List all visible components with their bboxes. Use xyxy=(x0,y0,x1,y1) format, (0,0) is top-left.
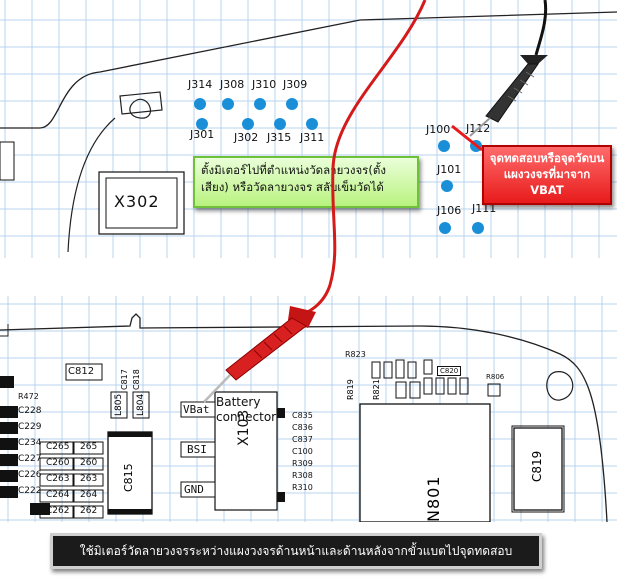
callout-pointer xyxy=(451,124,483,152)
test-point-label: J106 xyxy=(437,204,462,217)
part-r823: R823 xyxy=(345,350,366,359)
part-c260: C260 xyxy=(46,458,70,468)
small-components-cluster xyxy=(371,359,469,399)
part-c100: C100 xyxy=(292,447,313,456)
black-probe-collar xyxy=(520,55,548,64)
part-c229: C229 xyxy=(18,422,42,432)
part-r806: R806 xyxy=(486,373,505,381)
part-c837: C837 xyxy=(292,435,313,444)
part-262: 262 xyxy=(80,506,98,516)
part-c264: C264 xyxy=(46,490,70,500)
test-point-j106 xyxy=(439,222,451,234)
test-point-j315 xyxy=(274,118,286,130)
test-point-label: J301 xyxy=(190,128,215,141)
part-263: 263 xyxy=(80,474,98,484)
test-point-label: J308 xyxy=(220,78,245,91)
test-point-j111 xyxy=(472,222,484,234)
test-point-label: J111 xyxy=(472,202,497,215)
caption-bar: ใช้มิเตอร์วัดลายวงจรระหว่างแผงวงจรด้านหน… xyxy=(50,533,542,569)
part-r308: R308 xyxy=(292,471,313,480)
black-probe-body xyxy=(485,63,539,123)
test-point-label: J309 xyxy=(283,78,308,91)
part-c835: C835 xyxy=(292,411,313,420)
black-probe-lead xyxy=(534,0,548,56)
part-r309: R309 xyxy=(292,459,313,468)
bottom-board-view: Battery connector X103 VBat BSI GND C812… xyxy=(0,296,617,522)
part-c227: C227 xyxy=(18,454,42,464)
red-probe-tip xyxy=(203,374,231,403)
test-point-label: J101 xyxy=(437,163,462,176)
part-264: 264 xyxy=(80,490,98,500)
red-probe-body xyxy=(225,317,307,381)
part-c226: C226 xyxy=(18,470,42,480)
test-point-j302 xyxy=(242,118,254,130)
test-point-j309 xyxy=(286,98,298,110)
test-point-label: J314 xyxy=(188,78,213,91)
black-probe-tip xyxy=(469,117,491,137)
test-point-j310 xyxy=(254,98,266,110)
test-point-j311 xyxy=(306,118,318,130)
part-r310: R310 xyxy=(292,483,313,492)
test-point-j101 xyxy=(441,180,453,192)
part-c812: C812 xyxy=(68,366,100,379)
part-c265: C265 xyxy=(46,442,70,452)
part-c228: C228 xyxy=(18,406,42,416)
part-c836: C836 xyxy=(292,423,313,432)
part-c234: C234 xyxy=(18,438,42,448)
test-point-label: J100 xyxy=(426,123,451,136)
part-265: 265 xyxy=(80,442,98,452)
vbat-testpoint-note: จุดทดสอบหรือจุดวัดบนแผงวงจรที่มาจาก VBAT xyxy=(482,145,612,205)
test-point-j314 xyxy=(194,98,206,110)
instruction-note: ตั้งมิเตอร์ไปที่ตำแหน่งวัดลายวงจร(ตั้งเส… xyxy=(193,156,419,208)
test-point-label: J311 xyxy=(300,131,325,144)
test-point-label: J315 xyxy=(267,131,292,144)
test-point-j308 xyxy=(222,98,234,110)
red-probe-lead xyxy=(291,0,427,322)
part-r472: R472 xyxy=(18,392,39,401)
bottom-board-grid xyxy=(0,296,617,522)
battery-connector-title: Battery connector xyxy=(216,395,277,424)
part-c222: C222 xyxy=(18,486,42,496)
part-c263: C263 xyxy=(46,474,70,484)
test-point-j100 xyxy=(438,140,450,152)
pin-gnd: GND xyxy=(184,483,204,496)
part-c820: C820 xyxy=(437,366,462,376)
test-point-label: J302 xyxy=(234,131,259,144)
pin-bsi: BSI xyxy=(187,443,207,456)
test-point-label: J310 xyxy=(252,78,277,91)
x302-label: X302 xyxy=(114,192,160,211)
part-c262: C262 xyxy=(46,506,70,516)
test-point-j301 xyxy=(196,118,208,130)
part-260: 260 xyxy=(80,458,98,468)
pin-vbat: VBat xyxy=(183,403,210,416)
